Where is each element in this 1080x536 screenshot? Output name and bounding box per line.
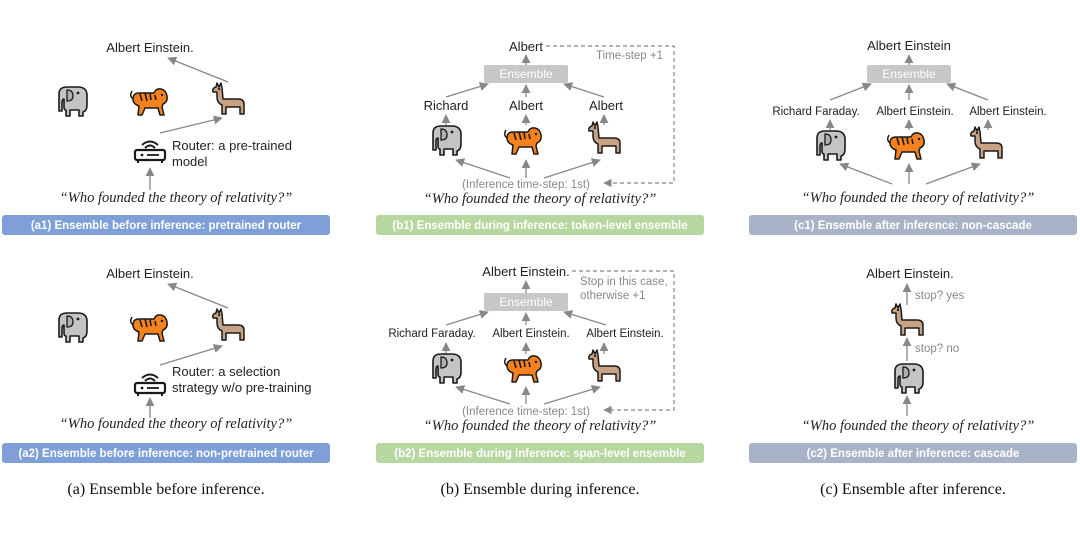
b1-label-bar — [376, 215, 704, 235]
llama-icon — [588, 349, 621, 382]
b1-model-output-1: Richard — [424, 98, 469, 113]
caption-b: (b) Ensemble during inference. — [440, 481, 639, 498]
llama-icon — [588, 121, 621, 154]
a1-output: Albert Einstein. — [106, 40, 193, 55]
router-icon — [133, 373, 167, 398]
a1-label-text: (a1) Ensemble before inference: pretrain… — [31, 220, 302, 232]
b1-model-output-2: Albert — [509, 98, 543, 113]
a2-label-text: (a2) Ensemble before inference: non-pret… — [18, 448, 314, 460]
a2-output: Albert Einstein. — [106, 266, 193, 281]
elephant-icon — [432, 125, 462, 156]
c2-stop-no: stop? no — [915, 343, 959, 355]
elephant-icon — [816, 130, 846, 161]
c2-output: Albert Einstein. — [866, 266, 953, 281]
c1-question: “Who founded the theory of relativity?” — [802, 190, 1035, 206]
panel-a2: Albert Einstein. Router: a selection str… — [2, 266, 330, 463]
router-icon — [133, 140, 167, 165]
b2-stop-note-2: otherwise +1 — [580, 290, 646, 302]
b2-ensemble-box — [484, 293, 568, 311]
panel-a1: Albert Einstein. Router: a pre-trained m… — [2, 40, 330, 235]
a1-label-bar — [2, 215, 330, 235]
elephant-icon — [58, 86, 88, 117]
llama-icon — [212, 308, 245, 341]
llama-icon — [970, 126, 1003, 159]
b2-ensemble-label: Ensemble — [499, 295, 553, 309]
b2-stop-note-1: Stop in this case, — [580, 276, 668, 288]
c2-question: “Who founded the theory of relativity?” — [802, 418, 1035, 434]
a1-question: “Who founded the theory of relativity?” — [60, 190, 293, 206]
caption-c: (c) Ensemble after inference. — [820, 481, 1006, 498]
c1-label-text: (c1) Ensemble after inference: non-casca… — [794, 220, 1032, 232]
c2-label-bar — [749, 443, 1077, 463]
b1-label-text: (b1) Ensemble during inference: token-le… — [392, 220, 687, 232]
a2-question: “Who founded the theory of relativity?” — [60, 416, 293, 432]
a1-router-line2: model — [172, 154, 208, 169]
a2-router-line2: strategy w/o pre-training — [172, 380, 311, 395]
b1-model-output-3: Albert — [589, 98, 623, 113]
b1-question: “Who founded the theory of relativity?” — [424, 191, 657, 207]
a2-label-bar — [2, 443, 330, 463]
c2-stop-yes: stop? yes — [915, 290, 964, 302]
a1-router-line1: Router: a pre-trained — [172, 138, 292, 153]
b2-model-output-2: Albert Einstein. — [492, 328, 569, 340]
b2-model-output-3: Albert Einstein. — [586, 328, 663, 340]
c1-model-output-1: Richard Faraday. — [772, 106, 859, 118]
b2-label-bar — [376, 443, 704, 463]
llama-icon — [212, 82, 245, 115]
c1-model-output-3: Albert Einstein. — [969, 106, 1046, 118]
elephant-icon — [432, 353, 462, 384]
panel-b1: Albert Time-step +1 Ensemble Richard Alb… — [376, 39, 704, 235]
b1-output: Albert — [509, 39, 543, 54]
tiger-icon — [503, 127, 542, 155]
b1-inference-note: (Inference time-step: 1st) — [462, 179, 590, 191]
b2-inference-note: (Inference time-step: 1st) — [462, 406, 590, 418]
c1-label-bar — [749, 215, 1077, 235]
tiger-icon — [886, 132, 925, 160]
c1-output: Albert Einstein — [867, 38, 951, 53]
b1-ensemble-label: Ensemble — [499, 67, 553, 81]
tiger-icon — [129, 88, 168, 116]
a2-router-line1: Router: a selection — [172, 364, 280, 379]
panel-c2: Albert Einstein. stop? yes stop? no “Who… — [749, 266, 1077, 463]
c2-label-text: (c2) Ensemble after inference: cascade — [807, 448, 1020, 460]
caption-a: (a) Ensemble before inference. — [67, 481, 264, 498]
tiger-icon — [503, 355, 542, 383]
b1-timestep-note: Time-step +1 — [596, 50, 663, 62]
b2-output: Albert Einstein. — [482, 264, 569, 279]
c1-model-output-2: Albert Einstein. — [876, 106, 953, 118]
panel-c1: Albert Einstein Ensemble Richard Faraday… — [749, 38, 1077, 235]
b2-label-text: (b2) Ensemble during inference: span-lev… — [394, 448, 685, 460]
elephant-icon — [58, 312, 88, 343]
tiger-icon — [129, 314, 168, 342]
b2-question: “Who founded the theory of relativity?” — [424, 418, 657, 434]
llama-icon — [891, 303, 924, 336]
elephant-icon — [894, 363, 924, 394]
panel-b2: Albert Einstein. Stop in this case, othe… — [376, 264, 704, 463]
b2-model-output-1: Richard Faraday. — [388, 328, 475, 340]
c1-ensemble-label: Ensemble — [882, 67, 936, 81]
c1-ensemble-box — [867, 65, 951, 83]
b1-ensemble-box — [484, 65, 568, 83]
